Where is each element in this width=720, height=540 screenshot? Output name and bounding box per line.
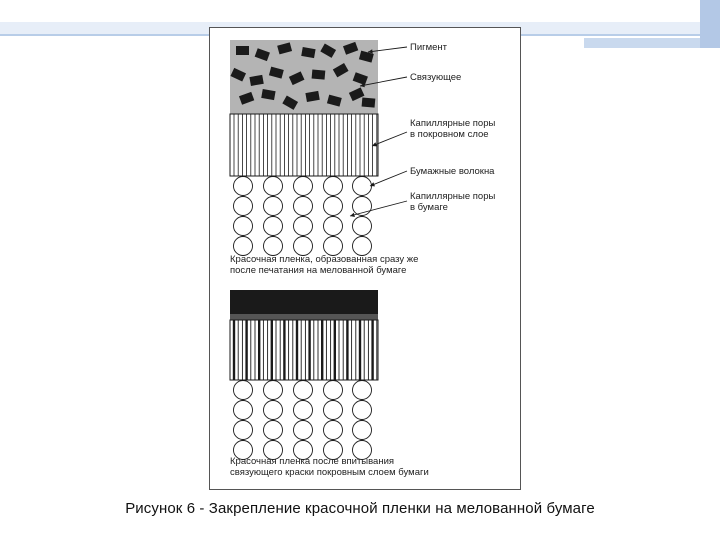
paper-fiber <box>234 421 253 440</box>
paper-fiber <box>234 217 253 236</box>
figure-caption: Рисунок 6 - Закрепление красочной пленки… <box>0 500 720 517</box>
upper-diagram <box>230 40 378 256</box>
pigment-particle <box>312 69 326 79</box>
pigment-particle <box>362 97 376 107</box>
label-binder: Связующее <box>410 72 461 83</box>
paper-fiber <box>234 237 253 256</box>
paper-fiber <box>294 401 313 420</box>
lower-diagram-caption: Красочная пленка после впитывания связую… <box>230 456 429 478</box>
paper-fiber <box>264 237 283 256</box>
paper-fiber <box>324 381 343 400</box>
pigment-particle <box>236 46 249 55</box>
paper-fiber <box>264 381 283 400</box>
paper-fiber <box>353 217 372 236</box>
lower-diagram <box>230 290 378 460</box>
paper-fiber <box>264 421 283 440</box>
paper-fiber <box>234 381 253 400</box>
paper-fiber <box>353 381 372 400</box>
paper-fiber <box>264 197 283 216</box>
upper-diagram-caption: Красочная пленка, образованная сразу же … <box>230 254 418 276</box>
label-capillary-pores-coating: Капиллярные поры в покровном слое <box>410 118 495 140</box>
paper-fiber <box>264 177 283 196</box>
paper-fiber <box>324 197 343 216</box>
paper-fiber <box>294 197 313 216</box>
paper-fiber <box>324 401 343 420</box>
paper-fiber <box>324 421 343 440</box>
figure-panel: Пигмент Связующее Капиллярные поры в пок… <box>209 27 521 490</box>
ink-film <box>230 290 378 314</box>
paper-fiber <box>294 217 313 236</box>
label-capillary-pores-paper: Капиллярные поры в бумаге <box>410 191 495 213</box>
label-pigment: Пигмент <box>410 42 447 53</box>
paper-fiber <box>264 401 283 420</box>
arrow-head <box>350 213 355 217</box>
paper-fiber <box>324 217 343 236</box>
paper-fiber <box>294 177 313 196</box>
paper-fiber <box>353 401 372 420</box>
paper-fiber <box>353 237 372 256</box>
paper-fiber <box>294 421 313 440</box>
paper-fiber <box>353 177 372 196</box>
corner-accent <box>700 0 720 48</box>
paper-fiber <box>324 177 343 196</box>
paper-fiber <box>234 197 253 216</box>
paper-fiber <box>294 381 313 400</box>
paper-fiber <box>264 217 283 236</box>
paper-fiber <box>294 237 313 256</box>
label-paper-fibers: Бумажные волокна <box>410 166 494 177</box>
paper-fiber <box>353 421 372 440</box>
paper-fiber <box>234 401 253 420</box>
ink-film-edge <box>230 314 378 320</box>
paper-fiber <box>324 237 343 256</box>
paper-fiber <box>234 177 253 196</box>
